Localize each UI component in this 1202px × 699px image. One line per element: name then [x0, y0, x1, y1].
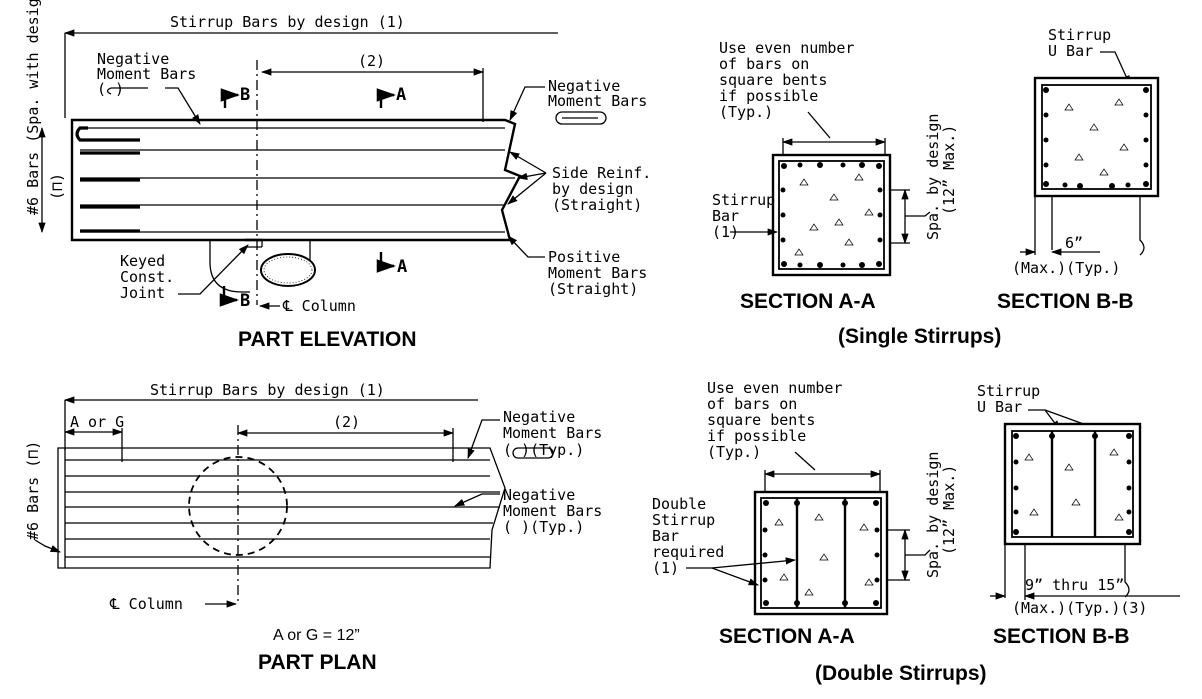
double-aa-heading: SECTION A-A	[719, 625, 855, 648]
plan-column-label: ℄ Column	[109, 595, 183, 613]
single-even-4: if possible	[719, 87, 818, 105]
single-spa-2: (12” Max.)	[940, 125, 958, 215]
single-even-1: Use even number	[719, 39, 854, 57]
single-section-bb: Stirrup U Bar 6” (Max.)(Typ.) SECTION B-…	[838, 26, 1160, 348]
double-caption: (Double Stirrups)	[815, 662, 987, 685]
elev-bars-vertical: #6 Bars (Spa. with design)	[24, 0, 42, 215]
part-plan: Stirrup Bars by design (1) A or G (2) Ne…	[24, 381, 602, 674]
double-stirrup-1: Double	[652, 495, 706, 513]
single-dim-6: 6”	[1065, 234, 1083, 252]
single-even-5: (Typ.)	[719, 103, 773, 121]
elev-neg-left-1: Negative	[97, 50, 169, 68]
elev-dim-2: (2)	[358, 52, 385, 70]
elev-neg-left-2: Moment Bars	[97, 65, 196, 83]
plan-dim-2: (2)	[333, 413, 360, 431]
double-even-2: of bars on	[707, 395, 797, 413]
single-bb-heading: SECTION B-B	[997, 290, 1134, 313]
double-dim-9-15: 9” thru 15”	[1025, 576, 1124, 594]
double-u-2: U Bar	[977, 398, 1022, 416]
plan-neg2-3: ( )(Typ.)	[503, 518, 584, 536]
single-spa-1: Spa. by design	[924, 114, 942, 240]
double-even-3: square bents	[707, 411, 815, 429]
plan-neg1-1: Negative	[503, 408, 575, 426]
double-even-4: if possible	[707, 427, 806, 445]
double-bb-heading: SECTION B-B	[993, 625, 1130, 648]
double-stirrup-2: Stirrup	[652, 511, 715, 529]
elev-section-a-bottom: A	[397, 257, 407, 277]
single-section-aa: Use even number of bars on square bents …	[712, 39, 958, 313]
elev-pos-1: Positive	[548, 248, 620, 266]
plan-neg2-1: Negative	[503, 486, 575, 504]
double-bb-concrete	[1003, 422, 1142, 546]
double-aa-concrete	[753, 490, 889, 616]
single-stirrup-2: Bar	[712, 207, 739, 225]
elev-neg-left-3: ( )	[97, 80, 124, 98]
double-spa-2: (12” Max.)	[940, 465, 958, 555]
elev-side-3: (Straight)	[552, 196, 642, 214]
elev-keyed-3: Joint	[120, 284, 165, 302]
elev-section-a-top: A	[396, 85, 406, 105]
part-elevation: Stirrup Bars by design (1) #6 Bars (Spa.…	[24, 0, 651, 351]
double-max-typ: (Max.)(Typ.)(3)	[1012, 599, 1147, 617]
elev-side-2: by design	[552, 180, 633, 198]
plan-a-or-g: A or G	[70, 413, 124, 431]
elev-section-b-top: B	[240, 85, 250, 105]
elev-neg-right-1: Negative	[548, 77, 620, 95]
single-bb-concrete	[1033, 76, 1160, 198]
single-aa-heading: SECTION A-A	[740, 290, 876, 313]
single-caption: (Single Stirrups)	[838, 325, 1001, 348]
elev-stirrup-label: Stirrup Bars by design (1)	[170, 13, 405, 31]
elev-pos-2: Moment Bars	[548, 264, 647, 282]
elev-neg-right-2: Moment Bars	[548, 92, 647, 110]
plan-stirrup-label: Stirrup Bars by design (1)	[150, 381, 385, 399]
elev-section-b-bottom: B	[240, 291, 250, 311]
plan-bars-vertical: #6 Bars (⊓)	[24, 441, 42, 540]
elev-bracket: (⊓)	[48, 173, 66, 200]
elev-pos-3: (Straight)	[548, 280, 638, 298]
double-stirrup-5: (1)	[652, 559, 679, 577]
elev-side-1: Side Reinf.	[552, 164, 651, 182]
double-even-1: Use even number	[707, 379, 842, 397]
plan-neg2-2: Moment Bars	[503, 502, 602, 520]
double-stirrup-3: Bar	[652, 527, 679, 545]
single-max-typ: (Max.)(Typ.)	[1012, 259, 1120, 277]
elev-keyed-2: Const.	[120, 268, 174, 286]
plan-beam-outline	[57, 447, 506, 569]
column-section	[260, 253, 316, 287]
double-section-bb: Stirrup U Bar 9” thru 15” (Max.)(Typ.)(3…	[815, 382, 1180, 685]
elev-heading: PART ELEVATION	[238, 328, 417, 351]
plan-neg1-2: Moment Bars	[503, 424, 602, 442]
single-even-3: square bents	[719, 71, 827, 89]
double-section-aa: Use even number of bars on square bents …	[652, 379, 958, 648]
double-spa-1: Spa. by design	[924, 452, 942, 578]
single-u-2: U Bar	[1048, 42, 1093, 60]
double-stirrup-4: required	[652, 543, 724, 561]
single-even-2: of bars on	[719, 55, 809, 73]
elev-hook-bar	[75, 126, 140, 142]
single-stirrup-3: (1)	[712, 223, 739, 241]
elev-keyed-1: Keyed	[120, 252, 165, 270]
single-stirrup-1: Stirrup	[712, 191, 775, 209]
single-u-1: Stirrup	[1048, 26, 1111, 44]
plan-note: A or G = 12”	[273, 627, 360, 644]
double-u-1: Stirrup	[977, 382, 1040, 400]
elev-column-label: ℄ Column	[282, 297, 356, 315]
plan-heading: PART PLAN	[258, 651, 377, 674]
double-even-5: (Typ.)	[707, 443, 761, 461]
plan-neg1-3: ( )(Typ.)	[503, 441, 584, 459]
